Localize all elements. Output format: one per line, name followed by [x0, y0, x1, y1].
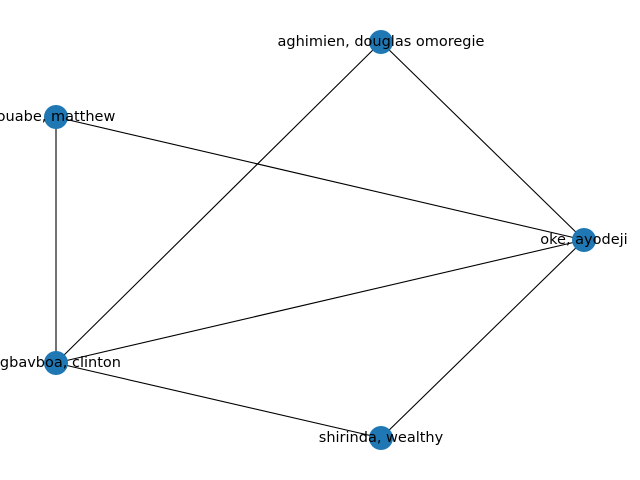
edge-ouabe-oke [55, 116, 585, 241]
node-label-ogbavboa: ogbavboa, clinton [0, 355, 121, 371]
node-shirinda [369, 426, 393, 450]
edge-aghimien-oke [380, 41, 585, 241]
edge-ogbavboa-shirinda [55, 362, 382, 439]
node-ogbavboa [44, 351, 68, 375]
nodes-layer [44, 30, 596, 450]
node-label-oke: oke, ayodeji [540, 232, 627, 248]
node-aghimien [369, 30, 393, 54]
edge-oke-shirinda [380, 239, 585, 439]
node-label-aghimien: aghimien, douglas omoregie [278, 34, 485, 50]
edges-layer [55, 41, 585, 439]
edge-aghimien-ogbavboa [55, 41, 382, 364]
labels-layer: aghimien, douglas omoregie ouabe, matthew… [0, 34, 628, 446]
edge-oke-ogbavboa [55, 239, 585, 364]
node-ouabe [44, 105, 68, 129]
node-label-shirinda: shirinda, wealthy [319, 430, 444, 446]
node-oke [572, 228, 596, 252]
node-label-ouabe: ouabe, matthew [0, 109, 115, 125]
